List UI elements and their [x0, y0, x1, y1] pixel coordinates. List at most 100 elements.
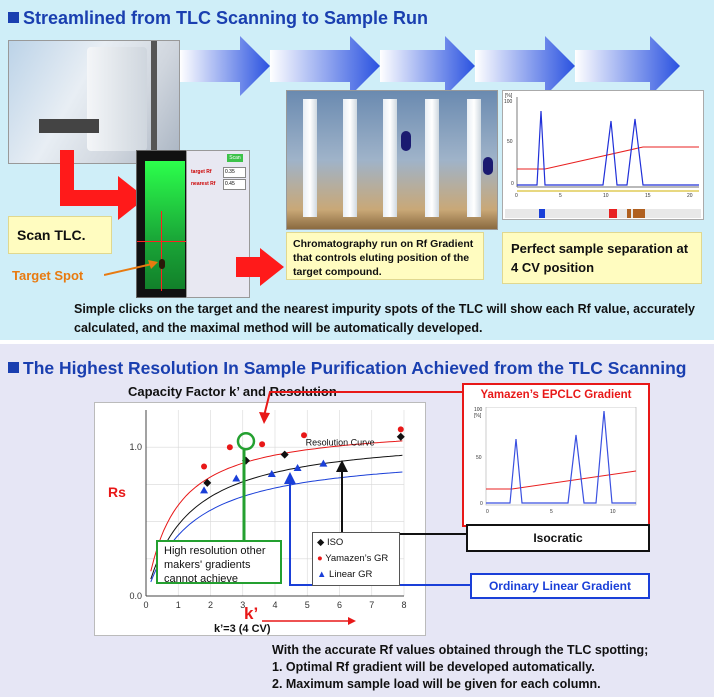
- chromatography-caption: Chromatography run on Rf Gradient that c…: [286, 232, 484, 280]
- footer-line: 1. Optimal Rf gradient will be developed…: [272, 660, 595, 674]
- footer-text: With the accurate Rf values obtained thr…: [272, 642, 712, 693]
- resolution-curve-label: Resolution Curve: [306, 438, 375, 448]
- epclc-panel: Yamazen’s EPCLC Gradient 100 [%] 50 0 0 …: [462, 383, 650, 527]
- top-section-title: Streamlined from TLC Scanning to Sample …: [8, 8, 428, 29]
- data-point: [396, 432, 405, 441]
- fit-curve: [150, 440, 403, 572]
- fraction-mark: [609, 209, 617, 218]
- x-axis-label: k’: [244, 604, 259, 623]
- target-rf-label: target Rf: [191, 169, 212, 175]
- process-arrow-5: [575, 36, 680, 96]
- fit-curve: [150, 454, 403, 580]
- isocratic-label: Isocratic: [466, 524, 650, 552]
- k-note: k’=3 (4 CV): [214, 623, 271, 635]
- x-tick-label: 3: [240, 600, 245, 610]
- data-point: [301, 432, 308, 439]
- x-tick-label: 1: [176, 600, 181, 610]
- x-tick-label: 5: [305, 600, 310, 610]
- y-axis-label: Rs: [108, 484, 126, 500]
- instrument-photo: [8, 40, 180, 164]
- y-tick: 50: [507, 139, 513, 145]
- y-tick: 50: [476, 455, 482, 461]
- bottom-section-title: The Highest Resolution In Sample Purific…: [8, 358, 686, 379]
- y-unit: [%]: [474, 413, 482, 419]
- data-point: [203, 478, 212, 487]
- epclc-connector: [263, 391, 462, 417]
- legend: ◆ ISO ● Yamazen’s GR ▲ Linear GR: [312, 532, 400, 586]
- x-tick: 0: [515, 193, 518, 199]
- x-tick: 10: [610, 509, 616, 515]
- y-tick: 100: [474, 407, 483, 413]
- target-crosshair: [161, 211, 162, 291]
- y-unit: [%]: [505, 93, 513, 99]
- process-arrow-2: [270, 36, 380, 96]
- eluting-band: [483, 157, 493, 175]
- y-tick-label: 0.0: [129, 591, 142, 601]
- x-tick: 0: [486, 509, 489, 515]
- columns-photo: [286, 90, 498, 230]
- data-point: [259, 441, 266, 448]
- data-point: [293, 464, 302, 472]
- nearest-rf-field[interactable]: 0.45: [223, 179, 246, 190]
- instrument-tray: [39, 119, 99, 133]
- triangle-icon: ▲: [317, 569, 327, 580]
- diamond-icon: ◆: [317, 537, 325, 548]
- separation-plot: [505, 97, 701, 218]
- scan-arrow: [60, 150, 146, 220]
- x-tick: 10: [603, 193, 609, 199]
- data-point: [200, 486, 209, 494]
- top-description: Simple clicks on the target and the near…: [74, 302, 695, 335]
- separation-caption: Perfect sample separation at 4 CV positi…: [502, 232, 702, 284]
- instrument-body: [87, 47, 147, 151]
- data-point: [267, 469, 276, 477]
- run-arrow: [236, 248, 284, 286]
- fraction-mark: [627, 209, 631, 218]
- x-tick-label: 8: [401, 600, 406, 610]
- column-tube: [343, 99, 357, 217]
- data-point: [201, 463, 208, 470]
- fraction-mark: [633, 209, 645, 218]
- column-tube: [425, 99, 439, 217]
- eluting-band: [401, 131, 411, 151]
- x-tick-label: 4: [272, 600, 277, 610]
- column-tube: [303, 99, 317, 217]
- title-bullet: [8, 12, 19, 23]
- y-tick: 0: [511, 181, 514, 187]
- fraction-mark: [539, 209, 545, 218]
- target-spot-label: Target Spot: [12, 268, 84, 283]
- x-tick: 20: [687, 193, 693, 199]
- y-tick: 100: [504, 99, 513, 105]
- target-line: [137, 241, 197, 242]
- x-tick-label: 0: [143, 600, 148, 610]
- target-rf-field[interactable]: 0.35: [223, 167, 246, 178]
- x-tick-label: 6: [337, 600, 342, 610]
- linear-connector: [289, 480, 470, 586]
- k-arrow: [262, 617, 356, 625]
- legend-item: ● Yamazen’s GR: [317, 553, 389, 564]
- legend-item: ◆ ISO: [317, 537, 344, 548]
- chart-title: Capacity Factor k’ and Resolution: [128, 384, 337, 399]
- data-point: [319, 459, 328, 467]
- ordinary-linear-label: Ordinary Linear Gradient: [470, 573, 650, 599]
- column-tube: [383, 99, 397, 217]
- data-point: [226, 444, 233, 451]
- process-arrow-1: [180, 36, 270, 96]
- footer-line: 2. Maximum sample load will be given for…: [272, 677, 601, 691]
- process-arrow-3: [380, 36, 475, 96]
- scan-button[interactable]: Scan: [227, 154, 243, 162]
- y-tick-label: 1.0: [129, 442, 142, 452]
- x-tick-label: 7: [369, 600, 374, 610]
- legend-item: ▲ Linear GR: [317, 569, 373, 580]
- resolution-chart-panel: [94, 402, 426, 636]
- instrument-pole: [151, 41, 157, 161]
- green-callout: High resolution other makers' gradients …: [156, 540, 282, 585]
- column-tube: [467, 99, 481, 217]
- scan-tlc-label: Scan TLC.: [8, 216, 112, 254]
- process-arrow-4: [475, 36, 575, 96]
- target-spot-dot: [159, 259, 165, 269]
- fit-curve: [150, 471, 403, 583]
- epclc-title: Yamazen’s EPCLC Gradient: [480, 389, 632, 401]
- footer-line: With the accurate Rf values obtained thr…: [272, 643, 649, 657]
- circle-icon: ●: [317, 553, 323, 564]
- data-point: [280, 450, 289, 459]
